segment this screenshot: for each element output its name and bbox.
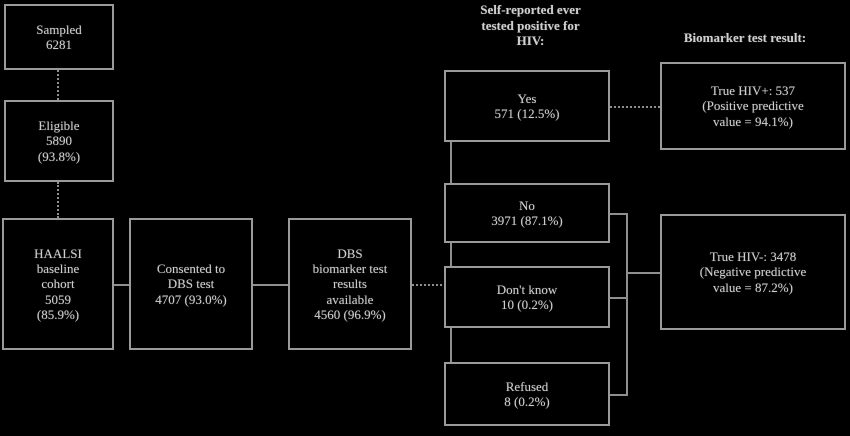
node-response-yes: Yes 571 (12.5%) [444,70,610,142]
node-true-hiv-negative: True HIV-: 3478 (Negative predictive val… [660,214,846,330]
connector-dbs-to-branch [412,284,450,286]
node-true-hiv-negative-label: True HIV-: 3478 (Negative predictive val… [699,249,807,295]
connector-eligible-to-cohort [57,182,59,218]
node-true-hiv-positive-label: True HIV+: 537 (Positive predictive valu… [702,83,804,129]
merge-from-dont-know [610,297,628,299]
connector-sampled-to-eligible [57,70,59,100]
node-sampled-label: Sampled 6281 [36,21,82,52]
node-response-dont-know-label: Don't know 10 (0.2%) [496,281,558,312]
node-response-refused: Refused 8 (0.2%) [444,362,610,426]
node-true-hiv-positive: True HIV+: 537 (Positive predictive valu… [660,62,846,150]
node-consented-dbs-label: Consented to DBS test 4707 (93.0%) [155,261,227,307]
node-consented-dbs: Consented to DBS test 4707 (93.0%) [129,218,253,350]
merge-to-true-negative [626,272,660,274]
node-response-yes-label: Yes 571 (12.5%) [494,90,560,121]
node-response-dont-know: Don't know 10 (0.2%) [444,266,610,328]
node-sampled: Sampled 6281 [4,4,114,70]
node-dbs-results-available-label: DBS biomarker test results available 456… [312,245,388,322]
node-eligible: Eligible 5890 (93.8%) [4,100,114,182]
connector-cohort-to-consented [113,284,129,286]
branch-trunk-vertical [450,106,452,396]
node-response-no: No 3971 (87.1%) [444,183,610,243]
merge-from-no [610,213,628,215]
header-biomarker-result: Biomarker test result: [683,30,807,45]
node-response-no-label: No 3971 (87.1%) [491,197,563,228]
merge-trunk-vertical [626,213,628,396]
connector-yes-to-true-positive [610,106,660,108]
node-haalsi-baseline-cohort-label: HAALSI baseline cohort 5059 (85.9%) [34,245,82,322]
node-eligible-label: Eligible 5890 (93.8%) [37,118,81,164]
connector-consented-to-dbs [253,284,288,286]
merge-from-refused [610,394,628,396]
node-dbs-results-available: DBS biomarker test results available 456… [288,218,412,350]
node-haalsi-baseline-cohort: HAALSI baseline cohort 5059 (85.9%) [2,218,114,350]
node-response-refused-label: Refused 8 (0.2%) [504,378,550,409]
header-self-reported: Self-reported ever tested positive for H… [480,2,581,49]
